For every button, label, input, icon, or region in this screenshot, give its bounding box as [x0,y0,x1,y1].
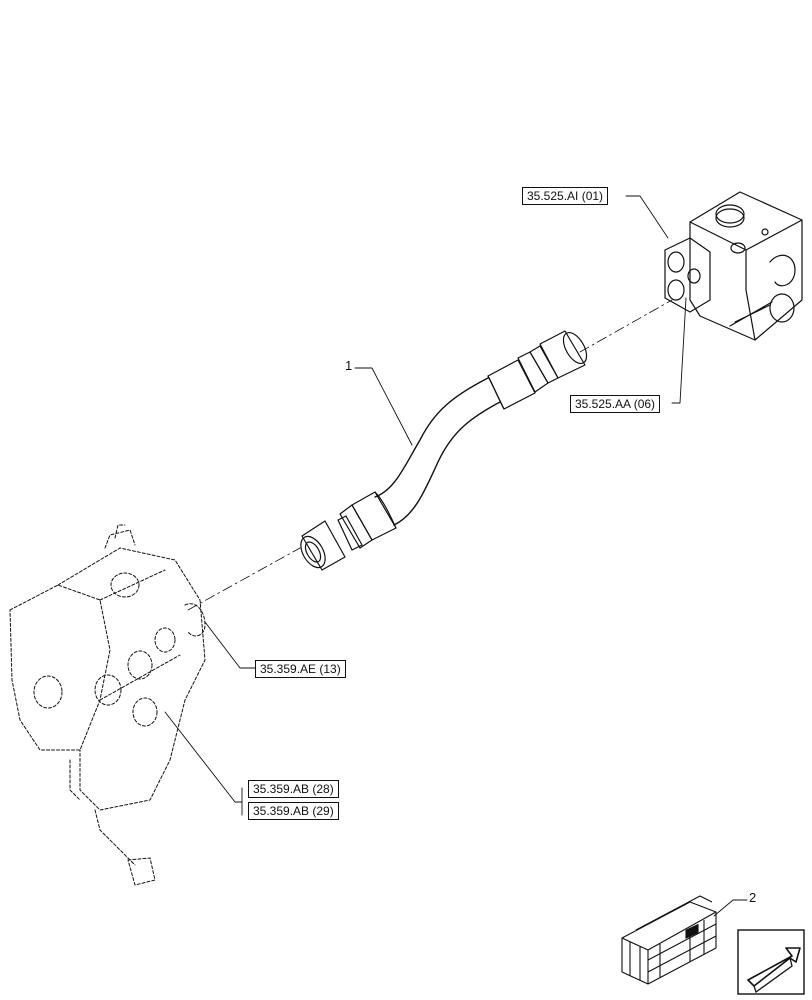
nav-arrow-icon[interactable] [737,929,805,995]
leader-hose [354,367,413,446]
hydraulic-hose[interactable] [296,329,591,572]
leader-359-ae [204,621,256,669]
center-line-right [579,299,673,353]
center-line-left [187,547,301,611]
valve-block[interactable] [664,191,803,341]
ref-35-525-aa[interactable]: 35.525.AA (06) [570,395,661,413]
callout-kit: 2 [749,890,757,905]
ref-35-359-ae[interactable]: 35.359.AE (13) [255,660,346,678]
ref-35-359-ab-28[interactable]: 35.359.AB (28) [248,780,339,798]
leader-359-ab [164,711,243,803]
callout-hose: 1 [345,358,353,373]
leader-525-aa [671,297,687,404]
kit-crate[interactable] [621,895,717,985]
ref-35-525-ai[interactable]: 35.525.AI (01) [522,187,609,205]
leader-525-ai [625,195,669,239]
ref-35-359-ab-29[interactable]: 35.359.AB (29) [248,802,339,820]
control-valve[interactable] [9,524,206,886]
leader-kit [713,899,748,917]
